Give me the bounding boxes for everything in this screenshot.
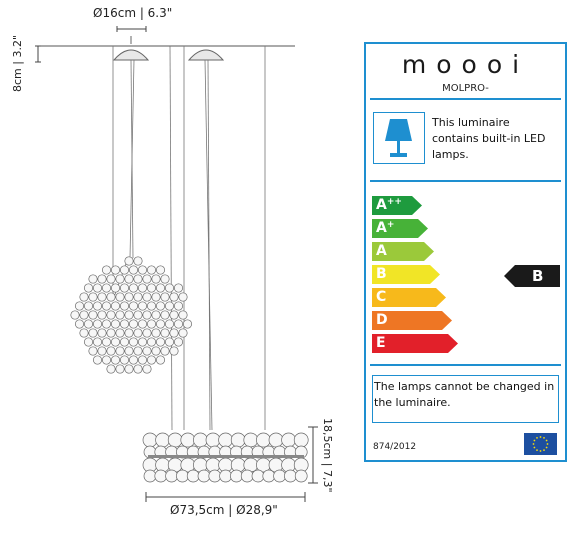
- energy-class-letter: A++: [376, 197, 402, 213]
- ring-diameter-label: Ø73,5cm | Ø28,9": [170, 503, 278, 517]
- energy-class-arrow: C: [372, 288, 446, 307]
- bubble-sphere: [70, 256, 193, 374]
- lamp-icon-box: [373, 112, 425, 164]
- energy-class-arrow: A+: [372, 219, 428, 238]
- canopy-diameter-label: Ø16cm | 6.3": [93, 6, 173, 20]
- energy-class-arrow: D: [372, 311, 452, 330]
- eu-flag-icon: [524, 433, 557, 455]
- canopy-left: [112, 49, 150, 61]
- divider: [370, 98, 561, 100]
- regulation-number: 874/2012: [373, 442, 417, 452]
- energy-class-letter: C: [376, 289, 387, 305]
- luminaire-drawing: [35, 26, 318, 502]
- model-number: MOLPRO-: [442, 83, 489, 94]
- energy-class-letter: A: [376, 243, 387, 259]
- energy-class-letter: D: [376, 312, 388, 328]
- brand-logo: moooi: [401, 50, 530, 79]
- rating-marker: B: [504, 265, 560, 287]
- lamp-icon: [385, 119, 412, 157]
- energy-label: moooi MOLPRO- This luminaire contains bu…: [364, 42, 567, 462]
- energy-class-arrow: A++: [372, 196, 422, 215]
- energy-class-arrow: B: [372, 265, 440, 284]
- canopy-height-label: 8cm | 3.2": [11, 34, 24, 92]
- note-box: [372, 375, 559, 423]
- lamp-description: This luminaire contains built-in LED lam…: [432, 116, 546, 161]
- canopy-right: [187, 49, 225, 61]
- divider: [370, 364, 561, 366]
- energy-class-letter: A+: [376, 220, 395, 236]
- energy-class-arrow: A: [372, 242, 434, 261]
- energy-class-letter: E: [376, 335, 386, 351]
- divider: [370, 180, 561, 182]
- note-text: The lamps cannot be changed in the lumin…: [374, 380, 555, 409]
- bubble-ring: [142, 432, 309, 483]
- energy-class-arrow: E: [372, 334, 458, 353]
- energy-class-letter: B: [376, 266, 387, 282]
- ring-height-label: 18,5cm | 7,3": [321, 418, 334, 493]
- rating-letter: B: [532, 267, 544, 285]
